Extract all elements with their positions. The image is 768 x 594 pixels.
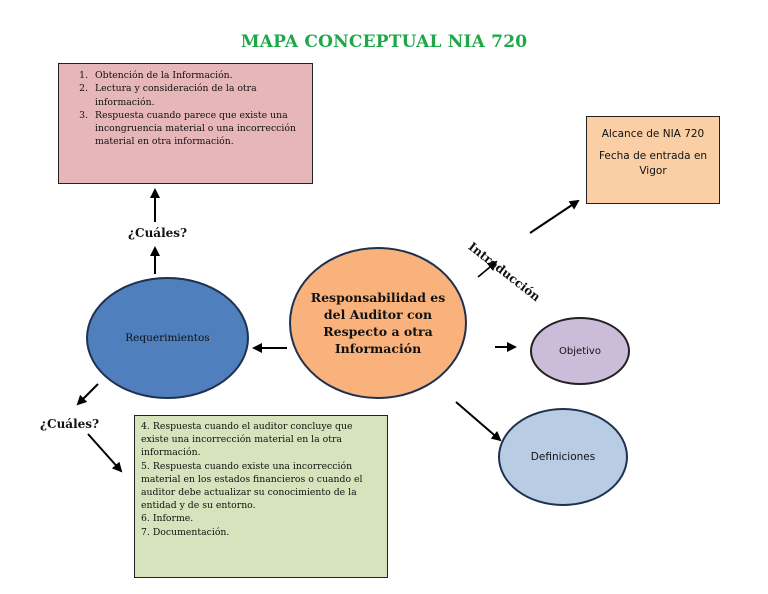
requirements-list-box-1: Obtención de la Información. Lectura y c… (58, 63, 313, 184)
list-item: 4. Respuesta cuando el auditor concluye … (141, 421, 353, 459)
central-node-label: Responsabilidad es del Auditor con Respe… (310, 290, 446, 356)
arrow-to-definitions (455, 401, 502, 442)
objective-node: Objetivo (530, 317, 630, 385)
central-node: Responsabilidad es del Auditor con Respe… (289, 247, 467, 399)
requirements-list-box-2: 4. Respuesta cuando el auditor concluye … (134, 415, 388, 578)
arrow-to-introduction-box (529, 199, 580, 234)
list-item: 5. Respuesta cuando existe una incorrecc… (141, 460, 363, 512)
list-item: Obtención de la Información. (91, 69, 304, 82)
list-item: Respuesta cuando parece que existe una i… (91, 109, 304, 149)
objective-node-label: Objetivo (559, 345, 601, 357)
arrow-req-to-cuales-bottom (76, 383, 99, 406)
introduction-box: Alcance de NIA 720 Fecha de entrada en V… (586, 116, 720, 204)
question-label-top: ¿Cuáles? (128, 226, 188, 240)
arrow-center-introduction (477, 260, 498, 278)
definitions-node: Definiciones (498, 408, 628, 506)
arrow-cuales-to-green-box (87, 433, 123, 473)
diagram-title: MAPA CONCEPTUAL NIA 720 (240, 32, 528, 52)
requirements-list-1: Obtención de la Información. Lectura y c… (75, 69, 304, 149)
requirements-node: Requerimientos (86, 277, 249, 399)
list-item: 7. Documentación. (141, 526, 230, 538)
definitions-node-label: Definiciones (530, 451, 596, 463)
list-item: Lectura y consideración de la otra infor… (91, 82, 304, 109)
introduction-item: Fecha de entrada en Vigor (598, 150, 708, 177)
question-label-bottom: ¿Cuáles? (40, 417, 100, 431)
introduction-item: Alcance de NIA 720 (601, 128, 705, 140)
requirements-node-label: Requerimientos (125, 332, 210, 344)
list-item: 6. Informe. (141, 513, 194, 525)
